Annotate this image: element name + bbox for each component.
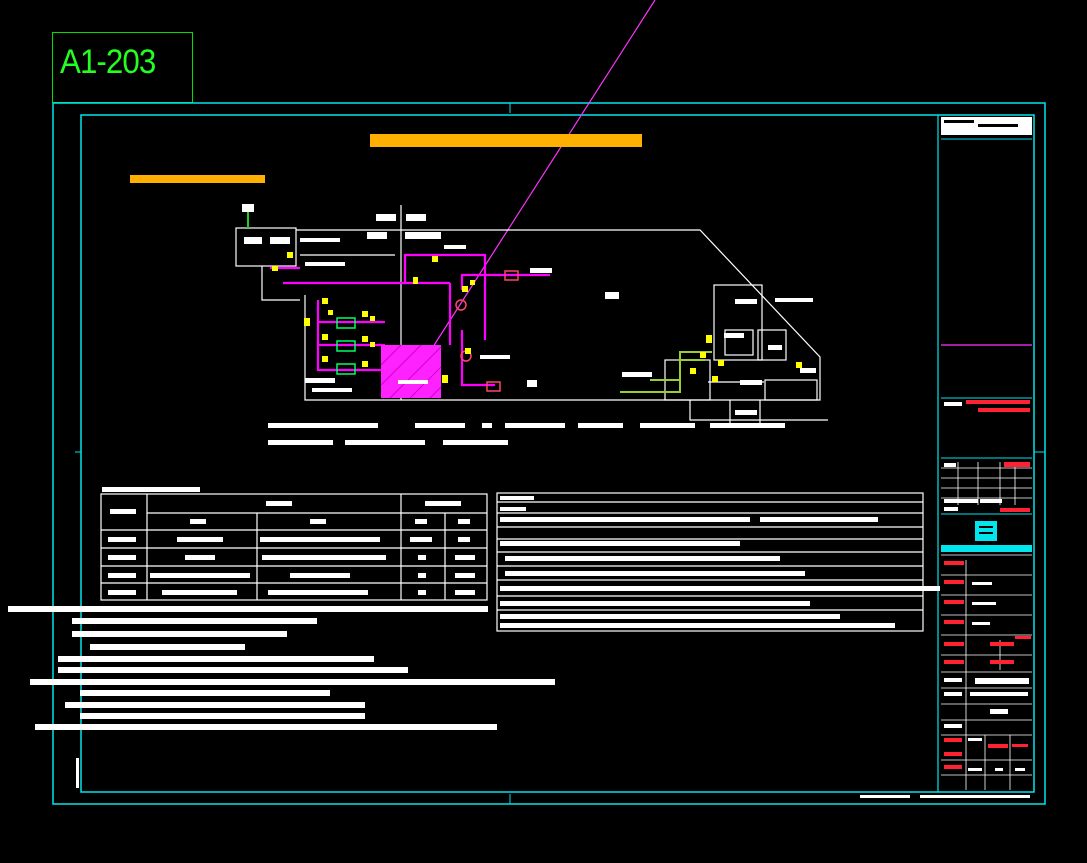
title-block [860, 117, 1032, 798]
drawing-title [370, 134, 642, 147]
leader-line [414, 0, 656, 376]
diagram-subtitle [130, 175, 265, 183]
note-text-block [8, 606, 555, 788]
notes-table [496, 492, 940, 632]
system-schematic [235, 204, 828, 445]
parameter-table [100, 487, 488, 601]
sheet-code: A1-203 [60, 43, 156, 81]
drawing-frames [52, 102, 1046, 805]
